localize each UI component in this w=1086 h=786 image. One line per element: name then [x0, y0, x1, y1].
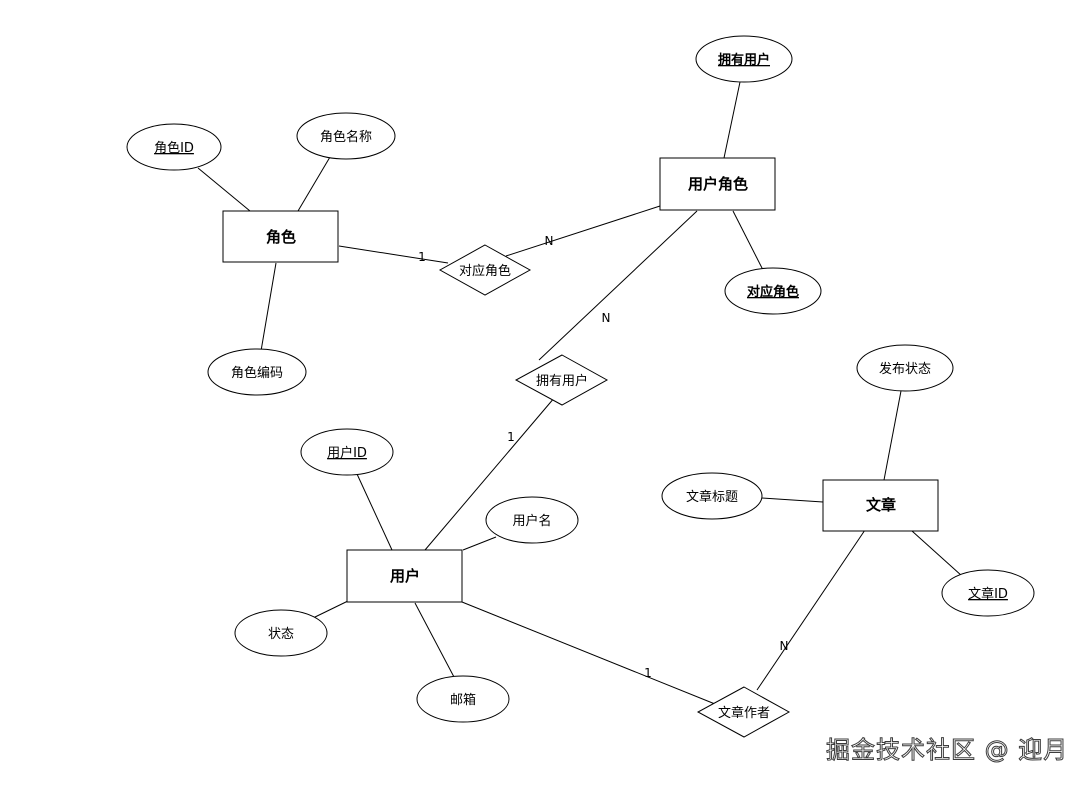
attribute-owner-user-label: 拥有用户 [718, 52, 770, 68]
relationship-owns-user-label: 拥有用户 [536, 373, 588, 389]
attribute-email: 邮箱 [416, 675, 510, 723]
attribute-article-title-label: 文章标题 [686, 489, 738, 505]
entity-role: 角色 [222, 210, 339, 263]
cardinality-user-side-author: 1 [644, 666, 652, 680]
entity-role-label: 角色 [266, 228, 296, 246]
attribute-article-title: 文章标题 [661, 472, 763, 520]
attribute-role-name: 角色名称 [296, 112, 396, 160]
edge-role-rolecode [260, 262, 277, 352]
attribute-role-id-label: 角色ID [154, 140, 194, 156]
attribute-email-label: 邮箱 [450, 692, 476, 708]
attribute-article-title-ellipse [661, 472, 763, 520]
edge-rolemap-userrole [505, 205, 661, 257]
attribute-article-id-ellipse [941, 569, 1035, 617]
relationship-article-author: 文章作者 [696, 686, 791, 738]
entity-user-role-label: 用户角色 [688, 175, 748, 193]
entity-article-label: 文章 [866, 496, 896, 514]
edge-role-rolemap [338, 245, 449, 264]
edge-article-title [761, 497, 824, 503]
relationship-article-author-label: 文章作者 [718, 705, 770, 721]
edge-article-publishstatus [883, 390, 902, 481]
edge-author-article [756, 529, 866, 691]
relationship-article-author-diamond [696, 686, 791, 738]
attribute-status-ellipse [234, 609, 328, 657]
cardinality-article-side: N [780, 639, 789, 653]
attribute-user-id: 用户ID [300, 428, 394, 476]
attribute-role-name-ellipse [296, 112, 396, 160]
attribute-publish-status-ellipse [856, 344, 954, 392]
edge-userrole-owneruser [723, 81, 741, 159]
entity-article-box [822, 479, 939, 532]
entity-article: 文章 [822, 479, 939, 532]
entity-user-label: 用户 [390, 567, 420, 585]
attribute-username-label: 用户名 [512, 513, 551, 529]
entity-role-box [222, 210, 339, 263]
attribute-mapped-role-label: 对应角色 [747, 284, 799, 300]
edge-user-userid [356, 473, 393, 551]
cardinality-user-role-side-b: N [602, 311, 611, 325]
attribute-owner-user-ellipse [695, 35, 793, 83]
entity-user: 用户 [346, 549, 463, 603]
attribute-owner-user: 拥有用户 [695, 35, 793, 83]
attribute-status: 状态 [234, 609, 328, 657]
cardinalities: 1 N N 1 1 N [418, 234, 788, 680]
edge-role-rolename [297, 156, 331, 212]
cardinality-role-side: 1 [418, 250, 426, 264]
attribute-username: 用户名 [485, 496, 579, 544]
attribute-role-code-ellipse [207, 348, 307, 396]
relationship-owns-user: 拥有用户 [514, 354, 609, 406]
edges [197, 81, 963, 705]
entity-user-role: 用户角色 [659, 157, 776, 211]
edge-owns-user [424, 396, 556, 551]
attribute-mapped-role-ellipse [724, 267, 822, 315]
attribute-username-ellipse [485, 496, 579, 544]
attribute-email-ellipse [416, 675, 510, 723]
attribute-article-id-label: 文章ID [968, 586, 1008, 602]
edge-userrole-mappedrole [732, 210, 764, 271]
relationship-owns-user-diamond [514, 354, 609, 406]
relationship-role-map-label: 对应角色 [459, 263, 511, 279]
edge-article-id [911, 530, 963, 577]
edge-user-username [462, 536, 497, 551]
edge-userrole-owns [538, 210, 698, 361]
attribute-mapped-role: 对应角色 [724, 267, 822, 315]
attribute-user-id-label: 用户ID [327, 445, 367, 461]
attribute-user-id-ellipse [300, 428, 394, 476]
edge-user-status [312, 599, 351, 619]
entity-user-box [346, 549, 463, 603]
attribute-role-name-label: 角色名称 [320, 129, 372, 145]
cardinality-user-side-owns: 1 [507, 430, 515, 444]
attribute-role-id-ellipse [126, 123, 222, 171]
relationship-role-map-diamond [438, 244, 532, 296]
edge-user-email [414, 602, 455, 678]
relationship-role-map: 对应角色 [438, 244, 532, 296]
attribute-role-code: 角色编码 [207, 348, 307, 396]
attribute-role-id: 角色ID [126, 123, 222, 171]
watermark: 掘金技术社区 @ 迎月 [825, 736, 1069, 765]
attribute-publish-status-label: 发布状态 [879, 361, 931, 377]
attribute-article-id: 文章ID [941, 569, 1035, 617]
attribute-publish-status: 发布状态 [856, 344, 954, 392]
edge-role-roleid [197, 167, 251, 212]
edge-user-author [461, 601, 716, 705]
attribute-role-code-label: 角色编码 [231, 365, 283, 381]
entity-user-role-box [659, 157, 776, 211]
attribute-status-label: 状态 [268, 627, 294, 642]
cardinality-user-role-side-a: N [545, 234, 554, 248]
